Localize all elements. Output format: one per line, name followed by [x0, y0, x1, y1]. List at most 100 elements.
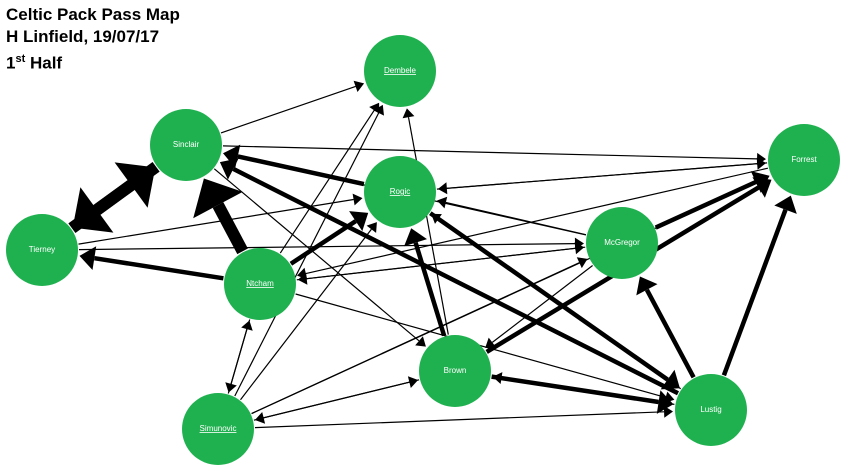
pass-arrow-tierney-to-mcgregor — [78, 237, 584, 251]
pass-line — [94, 255, 224, 281]
pass-line — [445, 201, 587, 236]
pass-arrowhead — [352, 193, 363, 206]
title-half-number: 1 — [6, 53, 16, 73]
pass-arrowhead — [373, 104, 384, 116]
pass-arrow-sinclair-to-forrest — [222, 145, 766, 165]
pass-line — [501, 377, 675, 405]
pass-arrowhead — [193, 178, 243, 219]
pass-arrow-rogic-to-sinclair — [223, 144, 365, 187]
pass-line — [279, 109, 375, 254]
pass-line — [78, 198, 354, 245]
pass-line — [93, 161, 160, 215]
player-label: Sinclair — [173, 140, 200, 149]
page-title: Celtic Pack Pass Map H Linfield, 19/07/1… — [6, 4, 180, 75]
player-label: Ntcham — [246, 279, 274, 288]
player-label: Lustig — [700, 405, 721, 414]
pass-line — [644, 288, 696, 379]
pass-arrowhead — [297, 267, 308, 280]
player-circle — [224, 248, 296, 320]
title-line-2: H Linfield, 19/07/17 — [6, 27, 160, 46]
pass-arrowhead — [407, 376, 419, 388]
pass-arrowhead — [219, 158, 239, 180]
pass-arrow-forrest-to-rogic — [437, 162, 768, 195]
pass-line — [289, 219, 357, 266]
pass-arrow-ntcham-to-simunovic — [225, 319, 251, 393]
pass-line — [305, 167, 769, 275]
pass-arrow-lustig-to-forrest — [721, 195, 797, 377]
player-node-sinclair: Sinclair — [150, 109, 222, 181]
pass-arrow-brown-to-dembele — [402, 108, 449, 335]
pass-arrowhead — [241, 320, 253, 331]
pass-line — [213, 168, 420, 342]
title-line-3: 1st Half — [6, 48, 180, 75]
player-circle — [150, 109, 222, 181]
pass-arrow-ntcham-to-lustig — [295, 293, 675, 404]
player-node-mcgregor: McGregor — [586, 207, 658, 279]
player-label: Forrest — [791, 155, 817, 164]
pass-arrowhead — [664, 391, 675, 404]
player-circle — [419, 335, 491, 407]
pass-arrow-tierney-to-rogic — [78, 193, 363, 245]
pass-arrowhead — [254, 412, 266, 424]
player-label: Dembele — [384, 66, 417, 75]
pass-arrow-simunovic-to-lustig — [254, 405, 673, 429]
pass-arrowhead — [758, 174, 770, 186]
player-node-simunovic: Simunovic — [182, 393, 254, 465]
pass-arrowhead — [663, 405, 673, 418]
pass-arrow-mcgregor-to-forrest — [654, 171, 770, 230]
pass-arrow-brown-to-rogic — [404, 228, 447, 337]
pass-arrowhead — [72, 187, 114, 233]
pass-arrow-lustig-to-sinclair — [219, 158, 680, 396]
pass-arrow-brown-to-simunovic — [254, 379, 420, 424]
pass-arrow-mcgregor-to-brown — [485, 265, 593, 348]
pass-arrow-sinclair-to-dembele — [220, 80, 365, 134]
pass-line — [251, 179, 762, 415]
title-line-1: Celtic Pack Pass Map — [6, 5, 180, 24]
pass-arrowhead — [636, 276, 658, 296]
pass-arrowhead — [431, 213, 442, 224]
pass-arrow-forrest-to-ntcham — [297, 167, 769, 280]
player-node-ntcham: Ntcham — [224, 248, 296, 320]
player-node-lustig: Lustig — [675, 374, 747, 446]
player-circle — [768, 124, 840, 196]
pass-arrow-sinclair-to-tierney — [72, 161, 160, 233]
pass-arrow-ntcham-to-rogic — [289, 211, 369, 266]
pass-line — [240, 228, 372, 401]
pass-line — [296, 247, 576, 281]
pass-arrow-ntcham-to-tierney — [79, 246, 224, 281]
pass-arrow-lustig-to-rogic — [431, 213, 682, 390]
pass-arrowhead — [437, 196, 448, 209]
pass-line — [254, 411, 665, 429]
player-circle — [182, 393, 254, 465]
player-label: Tierney — [29, 245, 55, 254]
pass-arrowhead — [404, 228, 427, 247]
pass-arrow-simunovic-to-forrest — [251, 174, 770, 415]
player-node-forrest: Forrest — [768, 124, 840, 196]
pass-line — [232, 166, 680, 396]
pass-line — [721, 208, 788, 377]
pass-arrowhead — [576, 257, 588, 269]
player-label: Rogic — [390, 187, 410, 196]
pass-arrow-sinclair-to-brown — [213, 168, 426, 347]
player-node-brown: Brown — [419, 335, 491, 407]
pass-line — [446, 162, 768, 189]
pass-line — [220, 85, 356, 134]
pass-line — [413, 242, 447, 337]
pass-arrowhead — [223, 149, 234, 162]
pass-line — [230, 319, 251, 385]
pass-arrow-lustig-to-mcgregor — [636, 276, 696, 379]
player-label: Simunovic — [200, 424, 237, 433]
player-node-dembele: Dembele — [364, 35, 436, 107]
pass-arrowhead — [492, 372, 503, 384]
pass-arrow-rogic-to-forrest — [436, 157, 767, 190]
pass-line — [234, 112, 380, 397]
title-half-word: Half — [25, 53, 63, 73]
player-circle — [364, 35, 436, 107]
pass-arrow-ntcham-to-dembele — [279, 102, 380, 254]
player-label: Brown — [444, 366, 467, 375]
pass-arrowhead — [402, 108, 415, 119]
title-half-suffix: st — [15, 53, 26, 65]
player-circle — [364, 156, 436, 228]
